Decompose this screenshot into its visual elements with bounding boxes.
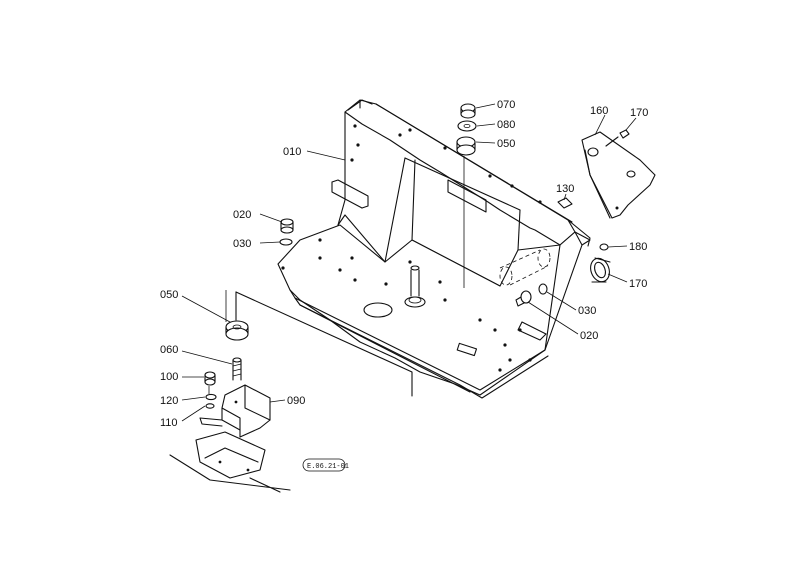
label-050-upper: 050 [497,138,515,150]
label-020-left: 020 [233,209,251,221]
label-090: 090 [287,395,305,407]
nut-180 [599,243,609,251]
label-110: 110 [160,417,178,429]
main-frame-010 [235,99,591,399]
label-070: 070 [497,99,515,111]
right-bolt-washer [515,283,548,307]
upper-mount-stack [456,103,477,288]
label-060: 060 [160,344,178,356]
leader-lines [181,103,637,422]
part-labels: 010 020 030 070 080 050 160 170 130 180 … [160,99,648,429]
ring-170 [590,257,611,283]
drawing-stamp: E.06.21-01 [302,458,349,472]
stamp-code: E.06.21-01 [307,463,349,471]
label-030-right: 030 [578,305,596,317]
left-bolt-washer [279,218,294,246]
label-030-left: 030 [233,238,251,250]
label-010: 010 [283,146,301,158]
label-180: 180 [629,241,647,253]
label-100: 100 [160,371,178,383]
label-120: 120 [160,395,178,407]
label-130: 130 [556,183,574,195]
label-170-upper: 170 [630,107,648,119]
label-020-right: 020 [580,330,598,342]
bracket-plate-160 [581,129,656,219]
bolt-130 [557,197,573,209]
lower-mount-assembly [169,290,291,493]
label-160: 160 [590,105,608,117]
label-050-lower: 050 [160,289,178,301]
label-170-lower: 170 [629,278,647,290]
label-080: 080 [497,119,515,131]
